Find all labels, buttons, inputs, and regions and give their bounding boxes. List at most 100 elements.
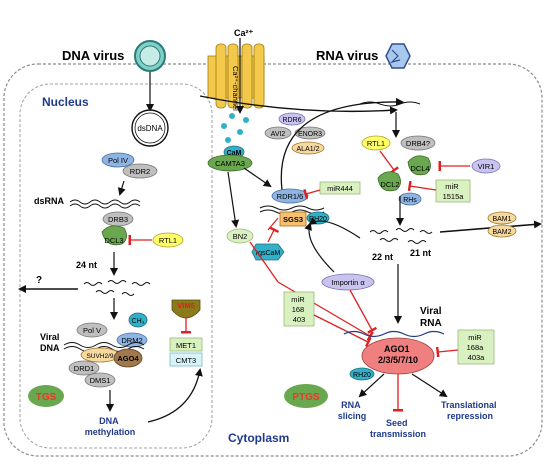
mir444-label: miR444 <box>327 184 353 193</box>
rdr2-label: RDR2 <box>130 167 150 176</box>
dsrna-strand-top <box>69 199 141 205</box>
arrow-slicing <box>358 373 385 398</box>
viral-rna-label: Viral RNA <box>420 306 444 329</box>
bn2-label: BN2 <box>233 232 248 241</box>
viral-dna-line2: DNA <box>40 343 60 353</box>
seed-label: Seed transmission <box>370 418 426 439</box>
bam2-label: BAM2 <box>492 229 511 236</box>
ago1-line2: 2/3/5/7/10 <box>378 355 418 365</box>
pol-v-node <box>76 322 108 338</box>
arrow-loop-rdr-to-rna <box>280 97 404 191</box>
mir168a-label: miR 168a 403a <box>467 333 486 362</box>
rtl1-cyto-node <box>361 135 391 151</box>
importin-label: Importin α <box>331 278 365 287</box>
mir168-label: miR 168 403 <box>291 295 306 324</box>
ala12-label: ALA1/2 <box>297 146 320 153</box>
dms1-label: DMS1 <box>90 376 111 385</box>
nucleus-label: Nucleus <box>42 95 89 109</box>
seed-line2: transmission <box>370 429 426 439</box>
channel-label: Ca²⁺-channel <box>231 66 240 111</box>
calcium-channel <box>207 38 265 114</box>
rhs-label: RHs <box>403 197 417 204</box>
rtl1-nuc-label: RTL1 <box>159 236 177 245</box>
ago1-line1: AGO1 <box>384 344 410 354</box>
inhibit-mir168-ago1 <box>313 314 372 348</box>
inhibit-sgs3-line <box>267 217 279 231</box>
suvh-label: SUVH2/9 <box>86 353 113 360</box>
viral-dna-strand-bottom <box>63 346 145 352</box>
inhibit-bn2-ago1 <box>277 281 374 342</box>
mir1515-line1: miR <box>445 182 459 191</box>
mir168-box <box>283 291 315 327</box>
mir1515-label: miR 1515a <box>443 182 465 201</box>
rdr6-small-label: RDR6 <box>282 117 301 124</box>
rna-slicing-label: RNA slicing <box>338 400 367 421</box>
dcl2-node <box>377 171 401 192</box>
drb4-node <box>400 135 436 151</box>
viral-dna-line1: Viral <box>40 332 59 342</box>
dcl2-label: DCL2 <box>380 180 399 189</box>
viral-rna-top <box>359 101 421 107</box>
cam-label: CaM <box>227 150 242 157</box>
dcl4-node <box>407 155 431 176</box>
dna-methylation-label: DNA methylation <box>85 416 136 437</box>
inhibit-rgscam-sgs3 <box>267 226 280 243</box>
dcl3-label: DCL3 <box>104 236 123 245</box>
bn2-node <box>226 228 254 244</box>
translational-line1: Translational <box>441 400 497 410</box>
calcium-ions <box>221 113 249 143</box>
bam1-label: BAM1 <box>492 216 511 223</box>
inhibit-bn2 <box>249 241 279 283</box>
24nt-label: 24 nt <box>76 260 97 270</box>
dsdna-circle <box>131 109 169 147</box>
dna-virus-title: DNA virus <box>62 48 124 63</box>
dcl4-label: DCL4 <box>410 164 429 173</box>
mir168-line2: 168 <box>292 305 305 314</box>
cell-membrane <box>3 63 543 457</box>
camta3-node <box>207 154 253 172</box>
cytoplasm-label: Cytoplasm <box>228 431 289 445</box>
drd1-node <box>68 360 100 376</box>
ago4-label: AGO4 <box>117 354 139 363</box>
24nt-sirnas <box>83 280 151 296</box>
dsrna-cyto-top <box>259 205 325 211</box>
enor3-node <box>294 126 326 140</box>
vir1-node <box>471 158 501 174</box>
rtl1-cyto-label: RTL1 <box>367 139 385 148</box>
dna-virus-icon <box>134 40 166 72</box>
dna-methylation-line2: methylation <box>85 427 136 437</box>
pol-iv-node <box>101 152 135 168</box>
drm2-label: DRM2 <box>121 336 142 345</box>
22nt-label: 22 nt <box>372 252 393 262</box>
arrow-to-dsrna <box>117 180 126 196</box>
inhibit-importin <box>349 289 378 334</box>
drb4-label: DRB4? <box>406 139 430 148</box>
dsrna-label: dsRNA <box>34 196 65 206</box>
dna-methylation-line1: DNA <box>99 416 119 426</box>
viral-dna-strand-top <box>63 342 145 348</box>
enor3-label: ENOR3 <box>298 131 322 138</box>
mir168a-line2: 168a <box>467 343 485 352</box>
sgs3-label: SGS3 <box>283 215 303 224</box>
rgscam-label: rgsCaM <box>256 250 281 257</box>
ptgs-badge <box>284 384 328 408</box>
dsrna-strand-bottom <box>69 203 141 209</box>
viral-rna-line1: Viral <box>420 306 442 317</box>
drb3-label: DRB3 <box>108 215 128 224</box>
inhibit-mir168a-ago1 <box>436 346 459 358</box>
inhibit-mir1515-dcl2 <box>407 180 437 192</box>
mir168-line3: 403 <box>293 315 306 324</box>
drd1-label: DRD1 <box>74 364 94 373</box>
met1-node <box>169 337 203 352</box>
mir1515-box <box>435 179 471 203</box>
mir1515-line2: 1515a <box>443 192 465 201</box>
calcium-label: Ca²⁺ <box>234 28 254 38</box>
vir1-label: VIR1 <box>478 162 495 171</box>
nucleus-envelope <box>19 83 213 449</box>
ala12-node <box>291 141 325 155</box>
rna-slicing-line1: RNA <box>341 400 361 410</box>
mir168-line1: miR <box>291 295 305 304</box>
dsdna-label: dsDNA <box>137 124 163 133</box>
rdr6-small-node <box>278 112 306 126</box>
